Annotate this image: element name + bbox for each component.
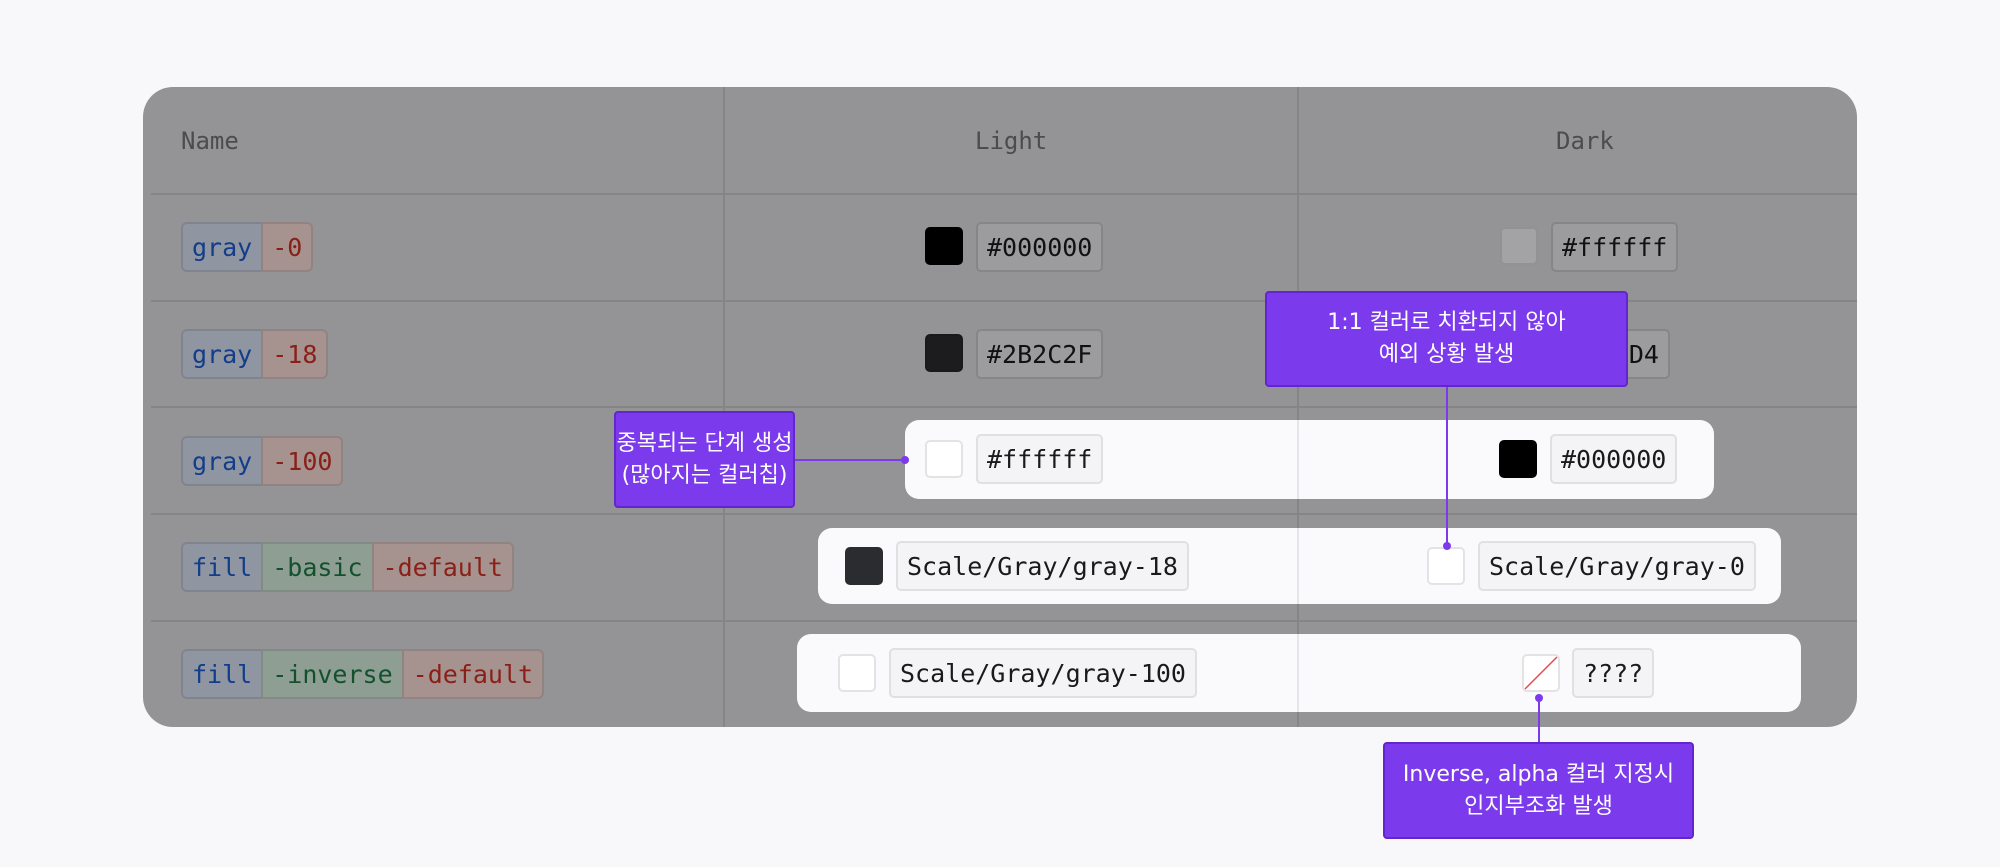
dark-value: ???? <box>1572 648 1655 698</box>
row-divider <box>151 193 1857 195</box>
dark-value: #000000 <box>1550 434 1678 484</box>
token-name-fill-inverse-default: fill -inverse -default <box>181 649 545 699</box>
light-swatch <box>925 440 963 478</box>
light-value: #000000 <box>976 222 1104 272</box>
token-name-gray-0: gray -0 <box>181 222 314 272</box>
callout-line: 예외 상황 발생 <box>1378 342 1515 367</box>
highlight-row-gray-100: #ffffff #000000 <box>905 420 1714 499</box>
dark-swatch-invalid <box>1522 654 1560 692</box>
row-divider <box>151 620 1857 622</box>
callout-inverse-alpha: Inverse, alpha 컬러 지정시 인지부조화 발생 <box>1383 742 1694 839</box>
token-segment: gray <box>181 436 262 486</box>
callout-line: 중복되는 단계 생성 <box>616 430 793 456</box>
dark-swatch <box>1500 227 1538 265</box>
token-segment: fill <box>181 649 262 699</box>
dark-value: Scale/Gray/gray-0 <box>1478 541 1756 591</box>
connector-dot <box>1443 542 1451 550</box>
highlight-row-fill-basic-default: Scale/Gray/gray-18 Scale/Gray/gray-0 <box>818 528 1781 604</box>
callout-connector <box>1538 698 1540 742</box>
color-token-table: Name Light Dark gray -0 #000000 #ffffff … <box>143 87 1857 727</box>
dark-swatch <box>1499 440 1537 478</box>
callout-not-one-to-one: 1:1 컬러로 치환되지 않아 예외 상황 발생 <box>1265 291 1628 387</box>
token-name-fill-basic-default: fill -basic -default <box>181 542 514 592</box>
dark-value: #ffffff <box>1551 222 1679 272</box>
callout-duplicate-steps: 중복되는 단계 생성 (많아지는 컬러칩) <box>614 411 795 508</box>
light-swatch <box>845 547 883 585</box>
light-swatch <box>838 654 876 692</box>
header-name: Name <box>181 127 239 155</box>
row-divider <box>151 406 1857 408</box>
column-divider <box>1297 634 1299 712</box>
light-swatch <box>925 227 963 265</box>
token-segment: -0 <box>261 222 314 272</box>
row-divider <box>151 300 1857 302</box>
token-name-gray-100: gray -100 <box>181 436 344 486</box>
light-value: Scale/Gray/gray-18 <box>896 541 1189 591</box>
header-light: Light <box>975 127 1048 155</box>
row-divider <box>151 513 1857 515</box>
callout-line: (많아지는 컬러칩) <box>621 462 788 488</box>
light-swatch <box>925 334 963 372</box>
token-name-gray-18: gray -18 <box>181 329 329 379</box>
dark-swatch <box>1427 547 1465 585</box>
light-value: #2B2C2F <box>976 329 1104 379</box>
token-segment: -18 <box>261 329 329 379</box>
token-segment: fill <box>181 542 262 592</box>
light-value: #ffffff <box>976 434 1104 484</box>
token-segment: -100 <box>261 436 344 486</box>
light-value: Scale/Gray/gray-100 <box>889 648 1197 698</box>
token-segment: -inverse <box>261 649 402 699</box>
highlight-row-fill-inverse-default: Scale/Gray/gray-100 ???? <box>797 634 1801 712</box>
callout-connector <box>1446 387 1448 544</box>
column-divider <box>1297 528 1299 604</box>
column-divider <box>1297 420 1299 499</box>
callout-connector <box>795 459 905 461</box>
token-segment: -default <box>401 649 545 699</box>
callout-line: Inverse, alpha 컬러 지정시 <box>1402 761 1675 787</box>
callout-line: 인지부조화 발생 <box>1464 793 1613 819</box>
connector-dot <box>901 456 909 464</box>
invalid-slash-icon <box>1524 656 1558 690</box>
header-dark: Dark <box>1556 127 1614 155</box>
callout-line: 1:1 컬러로 치환되지 않아 <box>1327 310 1566 335</box>
token-segment: gray <box>181 222 262 272</box>
token-segment: -default <box>371 542 514 592</box>
token-segment: -basic <box>261 542 372 592</box>
connector-dot <box>1535 694 1543 702</box>
token-segment: gray <box>181 329 262 379</box>
